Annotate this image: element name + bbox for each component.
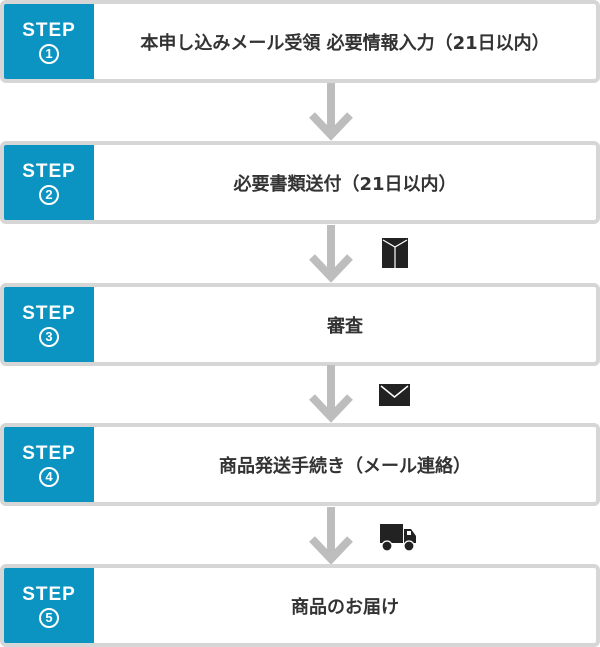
step-4: STEP 4 商品発送手続き（メール連絡） [0,423,600,506]
step-description: 審査 [327,315,363,337]
step-badge: STEP 4 [4,427,94,502]
delivery-truck-icon [380,524,416,552]
step-number: 3 [39,326,59,347]
step-number: 4 [39,466,59,487]
step-badge: STEP 5 [4,568,94,643]
step-1: STEP 1 本申し込みメール受領 必要情報入力（21日以内） [0,0,600,83]
down-arrow-icon [309,507,353,565]
step-label: STEP [22,583,76,605]
step-label: STEP [22,442,76,464]
step-badge: STEP 3 [4,287,94,362]
step-label: STEP [22,19,76,41]
step-number: 2 [39,184,59,205]
document-box-icon [382,238,408,268]
step-number: 5 [39,607,59,628]
step-description: 商品のお届け [291,596,399,618]
step-badge: STEP 1 [4,4,94,79]
step-label: STEP [22,302,76,324]
mail-envelope-icon [379,384,410,406]
down-arrow-icon [309,225,353,283]
step-description: 本申し込みメール受領 必要情報入力（21日以内） [140,32,550,54]
step-badge: STEP 2 [4,145,94,220]
step-5: STEP 5 商品のお届け [0,564,600,647]
step-3: STEP 3 審査 [0,283,600,366]
step-number: 1 [39,43,59,64]
step-description: 必要書類送付（21日以内） [233,173,457,195]
step-description: 商品発送手続き（メール連絡） [219,455,471,477]
down-arrow-icon [309,83,353,141]
step-label: STEP [22,160,76,182]
down-arrow-icon [309,365,353,423]
step-2: STEP 2 必要書類送付（21日以内） [0,141,600,224]
